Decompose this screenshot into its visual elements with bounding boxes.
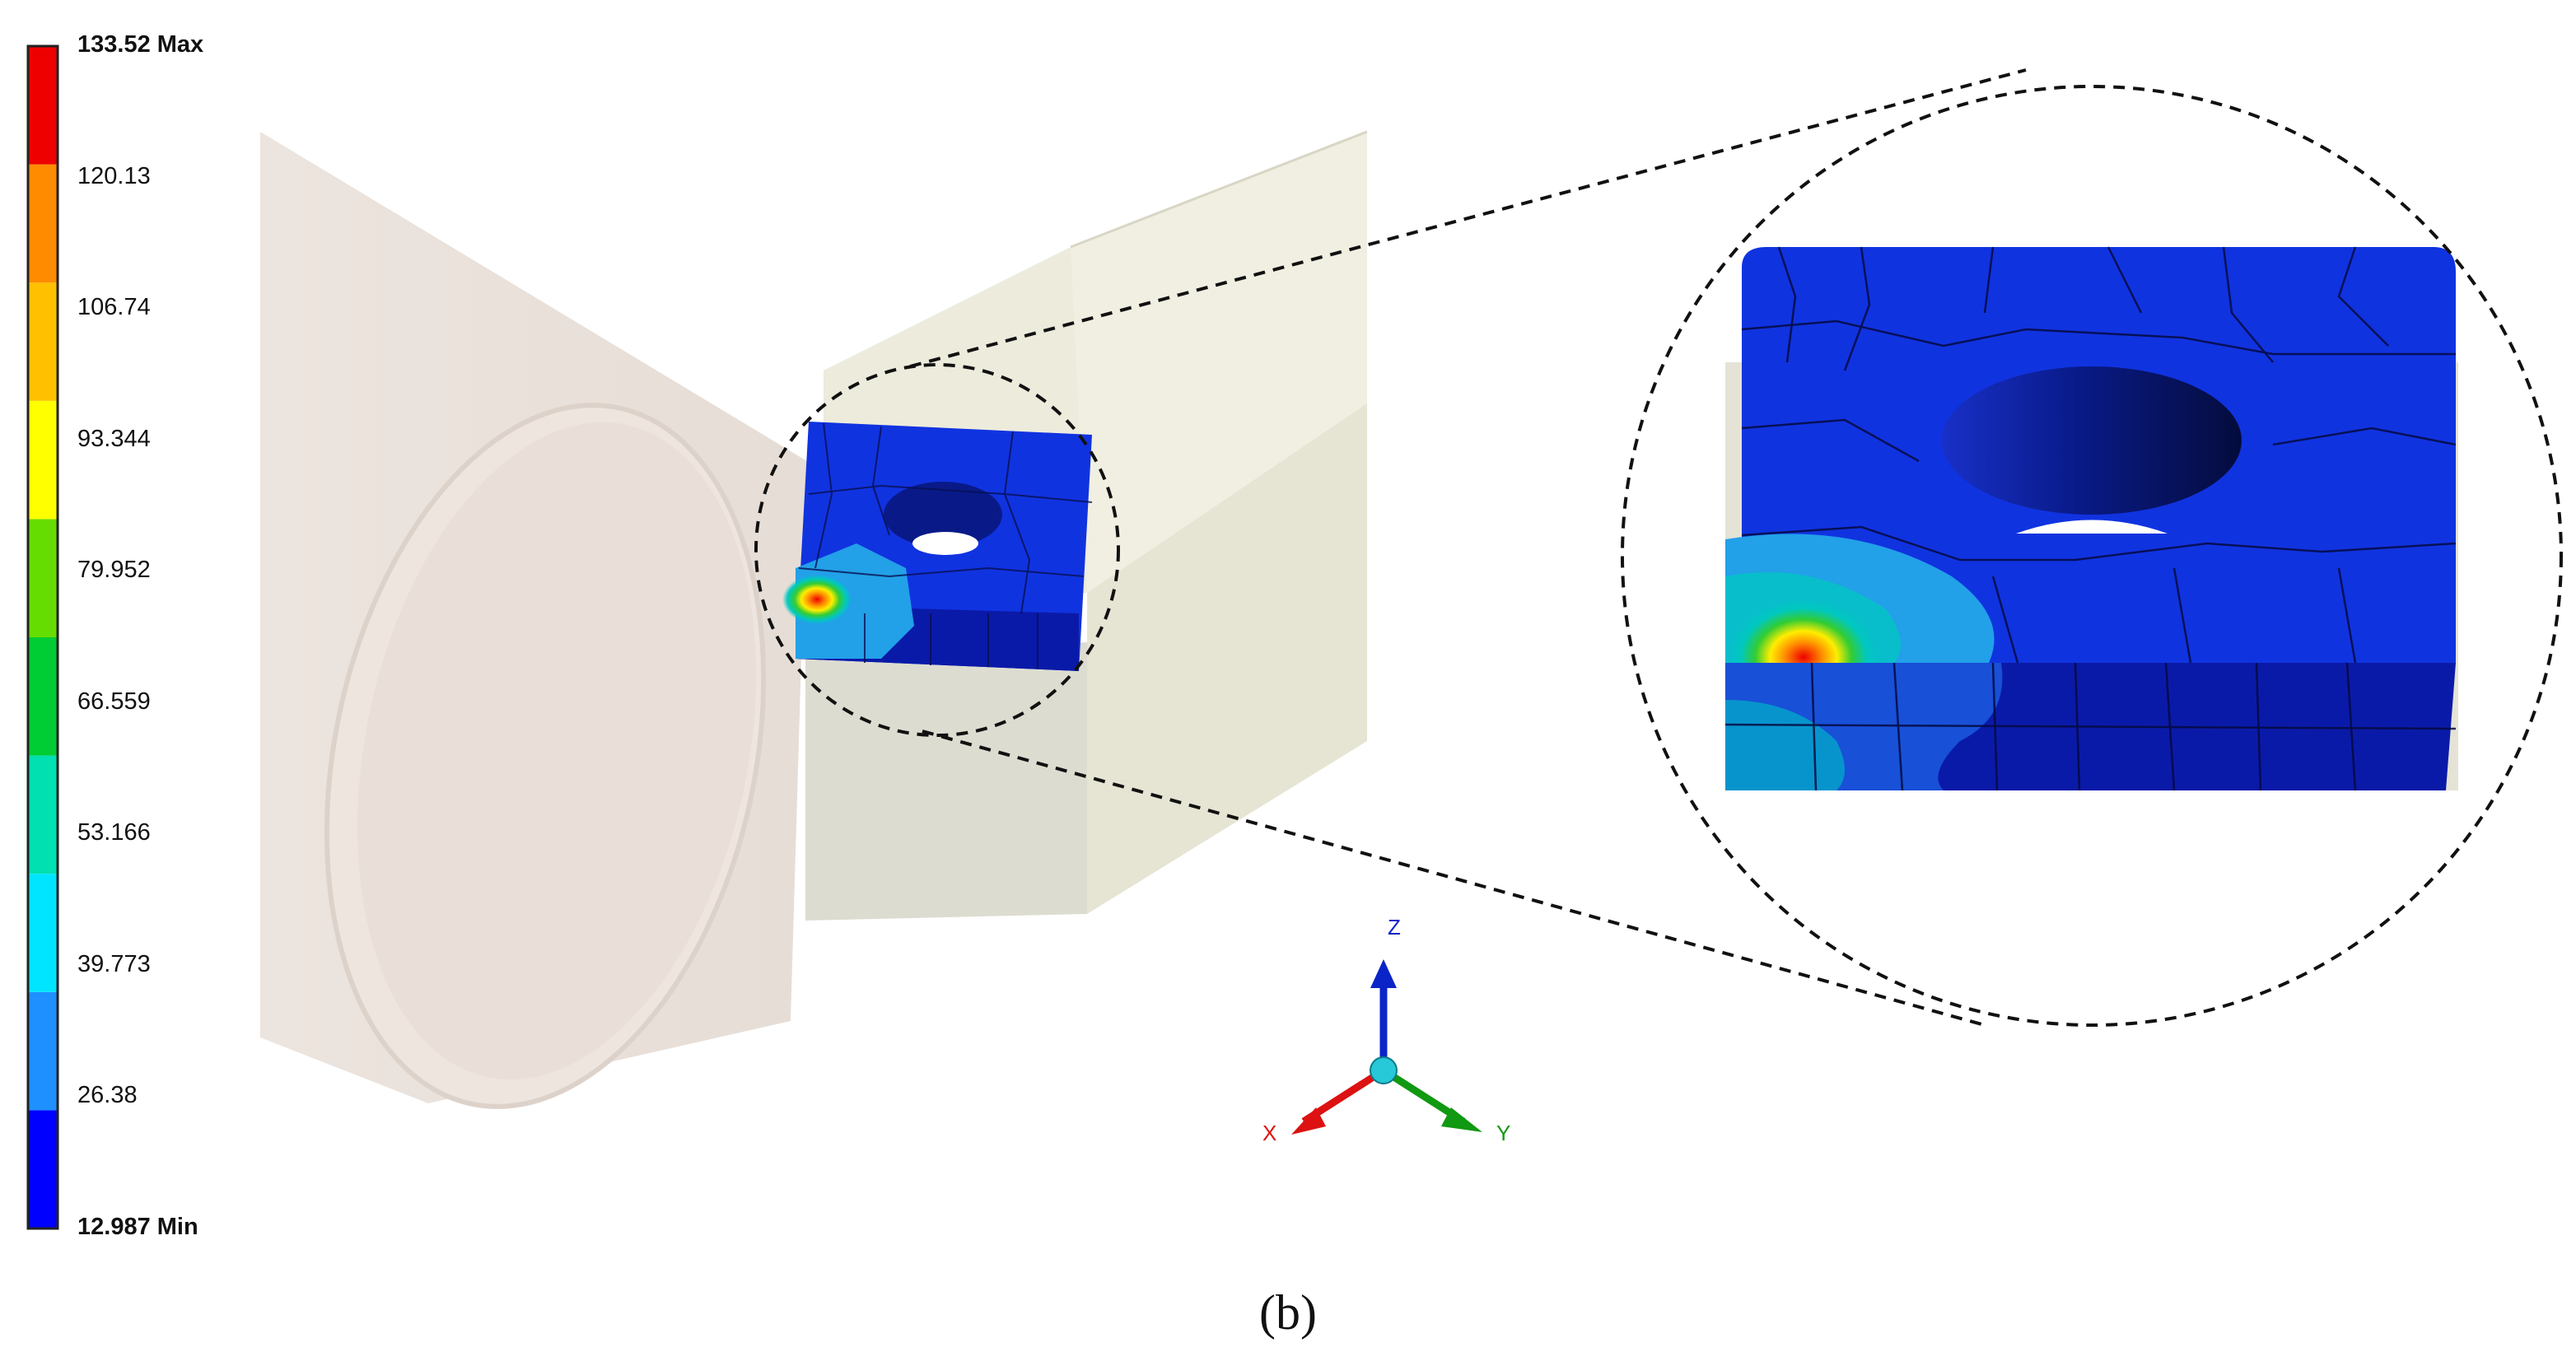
z-axis-label: Z xyxy=(1388,915,1401,939)
legend-color-band xyxy=(28,874,58,992)
figure-caption: (b) xyxy=(1259,1285,1317,1340)
legend-label: 12.987 Min xyxy=(77,1214,198,1240)
legend-color-band xyxy=(28,164,58,283)
axis-triad: Z X Y xyxy=(1262,915,1510,1145)
x-axis-label: X xyxy=(1262,1121,1276,1145)
legend-frame xyxy=(26,44,59,1230)
y-axis-arrowhead xyxy=(1441,1107,1482,1132)
legend-label: 93.344 xyxy=(77,425,151,452)
legend-label: 66.559 xyxy=(77,688,151,715)
detail-circle-small xyxy=(754,363,1120,737)
x-axis-arrowhead xyxy=(1291,1107,1326,1135)
legend-label: 26.38 xyxy=(77,1082,138,1109)
legend-label: 133.52 Max xyxy=(77,31,204,58)
triad-origin-ball xyxy=(1370,1056,1398,1084)
legend-color-band xyxy=(28,755,58,874)
workpiece-cylinder xyxy=(260,132,807,1109)
y-axis-label: Y xyxy=(1496,1121,1510,1145)
legend-color-band xyxy=(28,400,58,520)
legend-label: 106.74 xyxy=(77,294,151,321)
leader-line-bottom xyxy=(922,730,1986,1027)
legend-color-band xyxy=(28,282,58,401)
color-legend-bar xyxy=(26,44,59,1230)
detail-circle-large xyxy=(1621,85,2563,1027)
legend-color-band xyxy=(28,519,58,637)
legend-label: 39.773 xyxy=(77,950,151,977)
legend-color-band xyxy=(28,46,58,165)
legend-label: 79.952 xyxy=(77,557,151,584)
leader-line-top xyxy=(909,68,2027,368)
legend-color-band xyxy=(28,991,58,1111)
legend-color-band xyxy=(28,1110,58,1228)
legend-color-band xyxy=(28,637,58,756)
insert-small xyxy=(782,422,1093,671)
z-axis-arrowhead xyxy=(1370,959,1397,988)
insert-zoom-detail xyxy=(1724,246,2458,791)
legend-label: 53.166 xyxy=(77,819,151,846)
legend-label: 120.13 xyxy=(77,162,151,189)
